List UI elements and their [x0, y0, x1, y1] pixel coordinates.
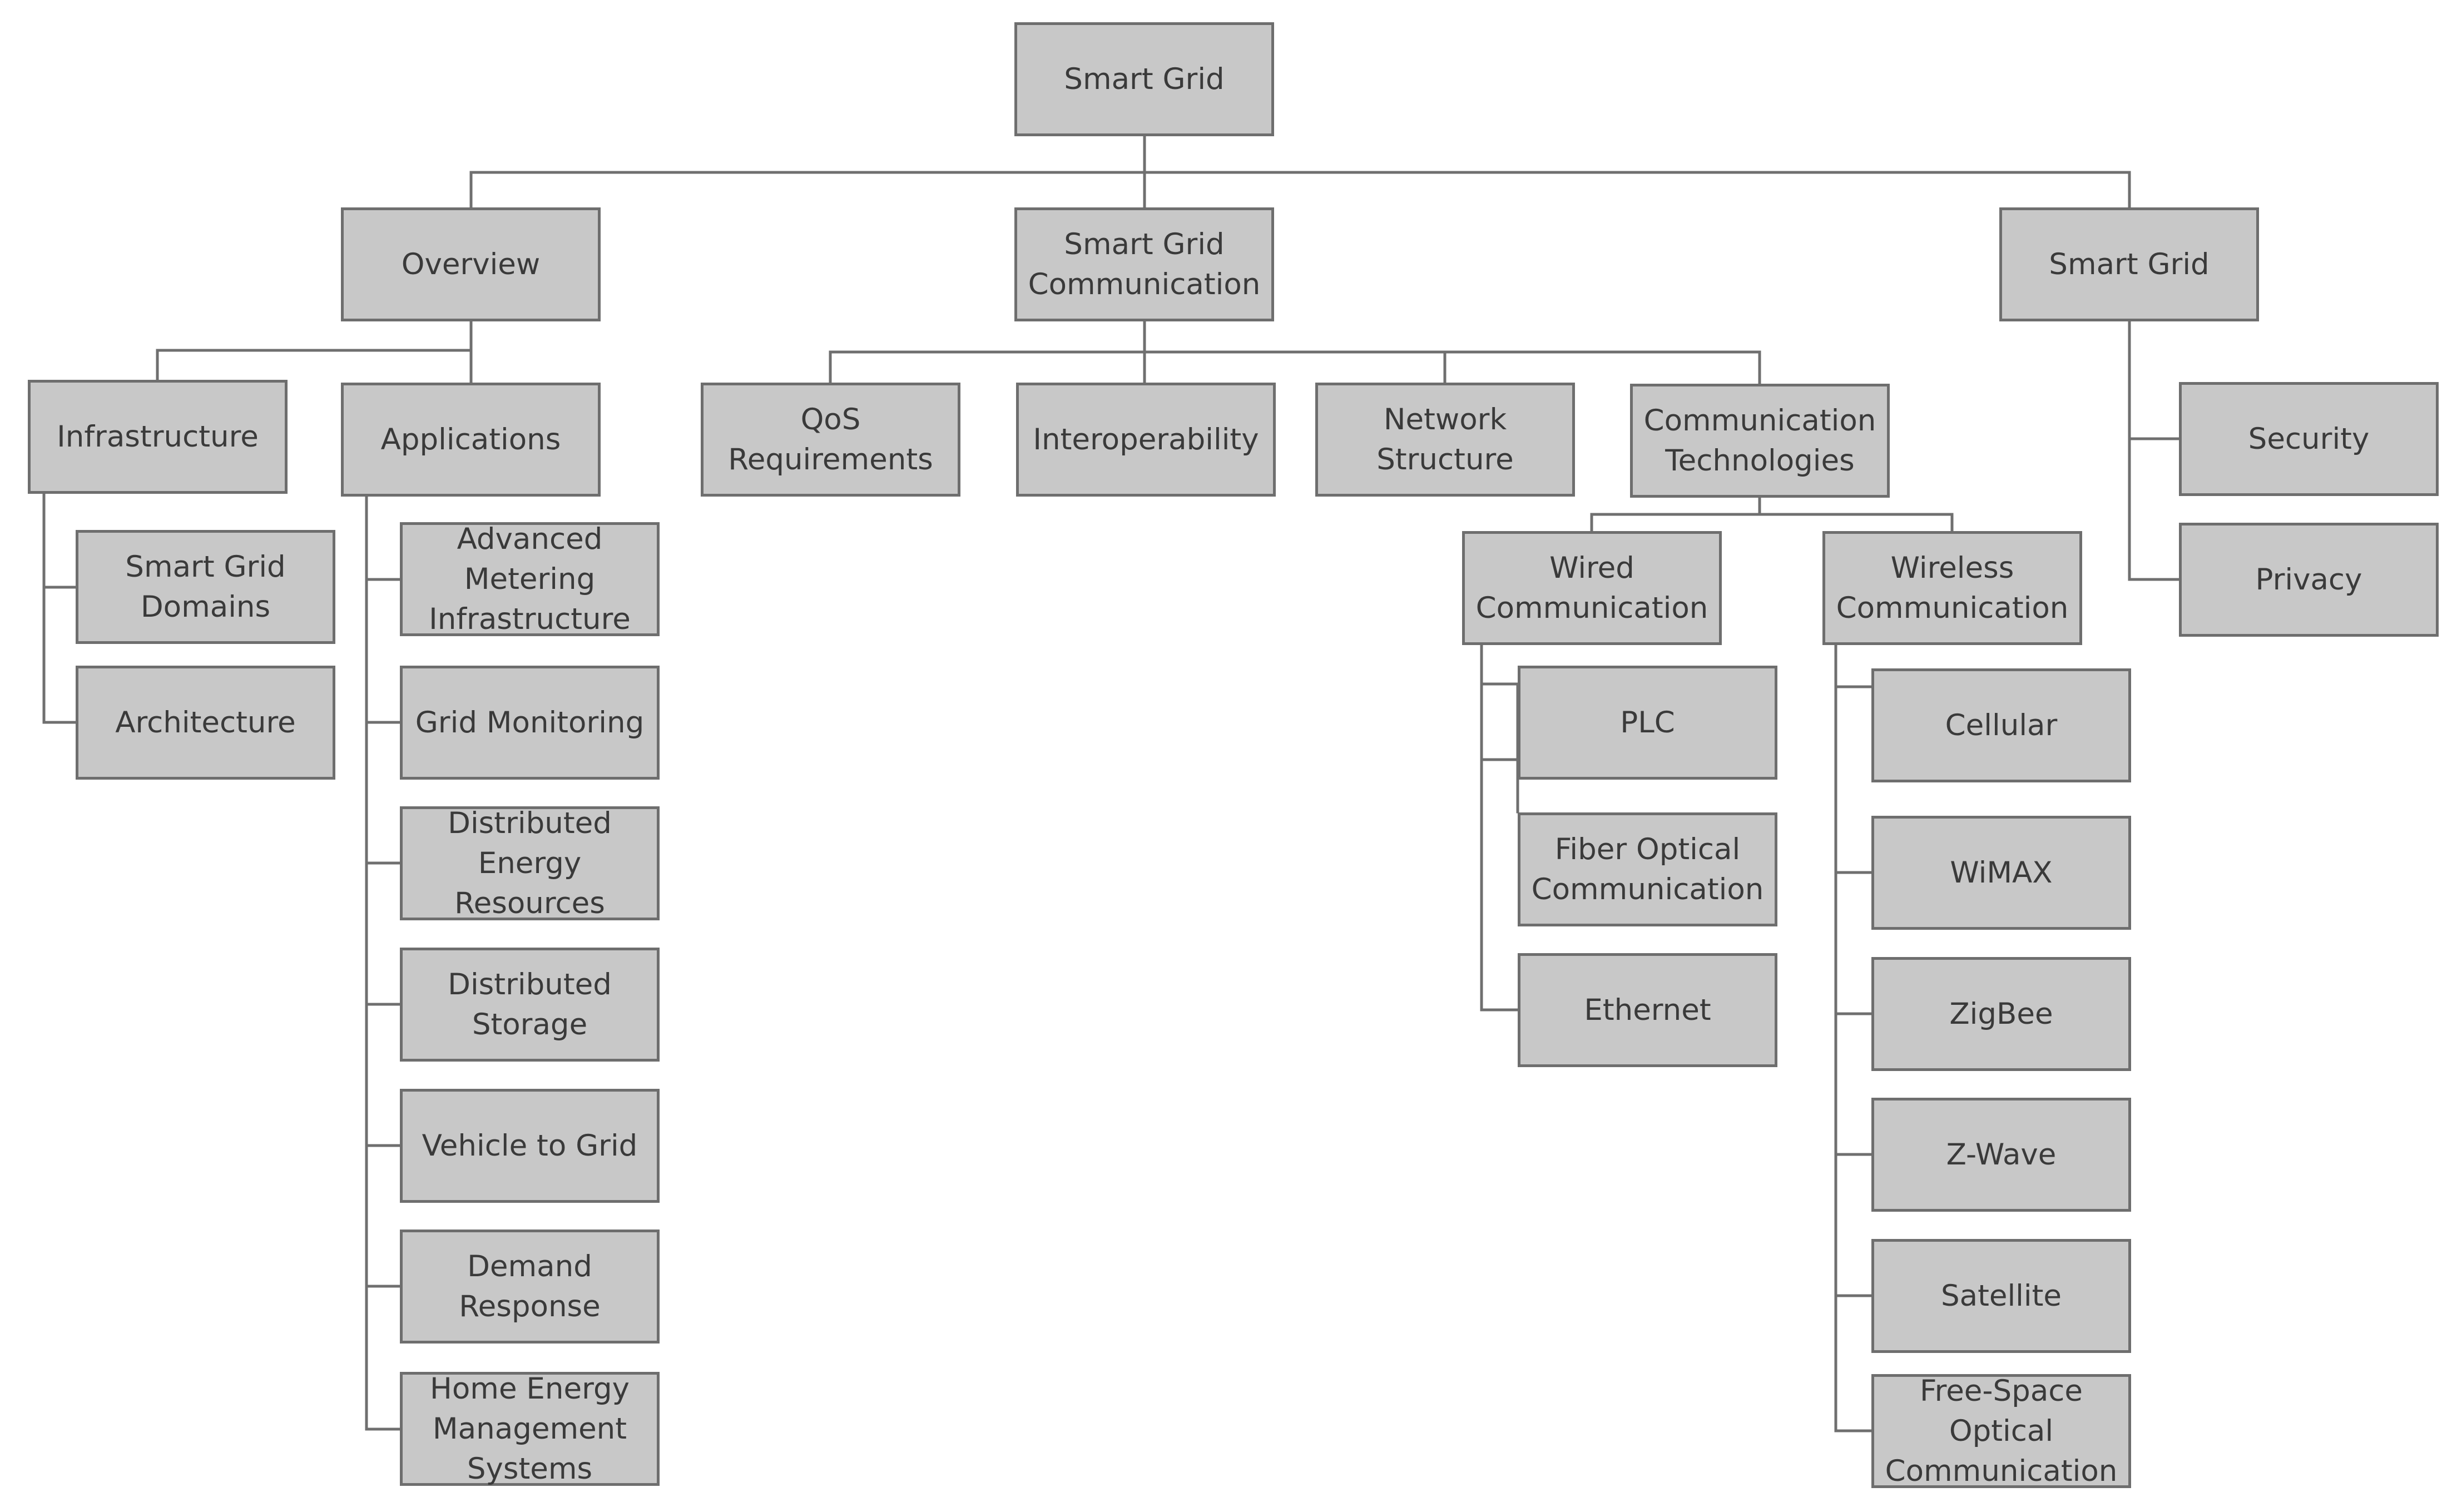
- node-applications: Applications: [341, 383, 601, 497]
- node-zigbee: ZigBee: [1871, 957, 2131, 1071]
- node-smart-grid-communication: Smart Grid Communication: [1014, 207, 1274, 321]
- node-ethernet: Ethernet: [1518, 953, 1777, 1067]
- node-grid-monitoring: Grid Monitoring: [400, 666, 660, 780]
- node-privacy: Privacy: [2179, 523, 2439, 637]
- node-qos-requirements: QoS Requirements: [701, 383, 960, 497]
- node-infrastructure: Infrastructure: [28, 380, 288, 494]
- node-distributed-storage: Distributed Storage: [400, 948, 660, 1062]
- node-cellular: Cellular: [1871, 668, 2131, 782]
- node-security: Security: [2179, 382, 2439, 496]
- node-advanced-metering-infrastructure: Advanced Metering Infrastructure: [400, 522, 660, 636]
- node-wimax: WiMAX: [1871, 816, 2131, 930]
- node-smart-grid-root: Smart Grid: [1014, 22, 1274, 136]
- node-network-structure: Network Structure: [1315, 383, 1575, 497]
- node-smart-grid-right: Smart Grid: [1999, 207, 2259, 321]
- node-overview: Overview: [341, 207, 601, 321]
- node-z-wave: Z-Wave: [1871, 1098, 2131, 1212]
- node-home-energy-management-systems: Home Energy Management Systems: [400, 1372, 660, 1486]
- node-interoperability: Interoperability: [1016, 383, 1276, 497]
- node-demand-response: Demand Response: [400, 1230, 660, 1344]
- node-communication-technologies: Communication Technologies: [1630, 384, 1890, 498]
- node-plc: PLC: [1518, 666, 1777, 780]
- node-distributed-energy-resources: Distributed Energy Resources: [400, 806, 660, 920]
- node-architecture: Architecture: [76, 666, 335, 780]
- node-vehicle-to-grid: Vehicle to Grid: [400, 1089, 660, 1203]
- node-free-space-optical-communication: Free-Space Optical Communication: [1871, 1374, 2131, 1488]
- node-satellite: Satellite: [1871, 1239, 2131, 1353]
- node-wireless-communication: Wireless Communication: [1822, 531, 2082, 645]
- node-wired-communication: Wired Communication: [1462, 531, 1722, 645]
- node-fiber-optical-communication: Fiber Optical Communication: [1518, 812, 1777, 926]
- node-smart-grid-domains: Smart Grid Domains: [76, 530, 335, 644]
